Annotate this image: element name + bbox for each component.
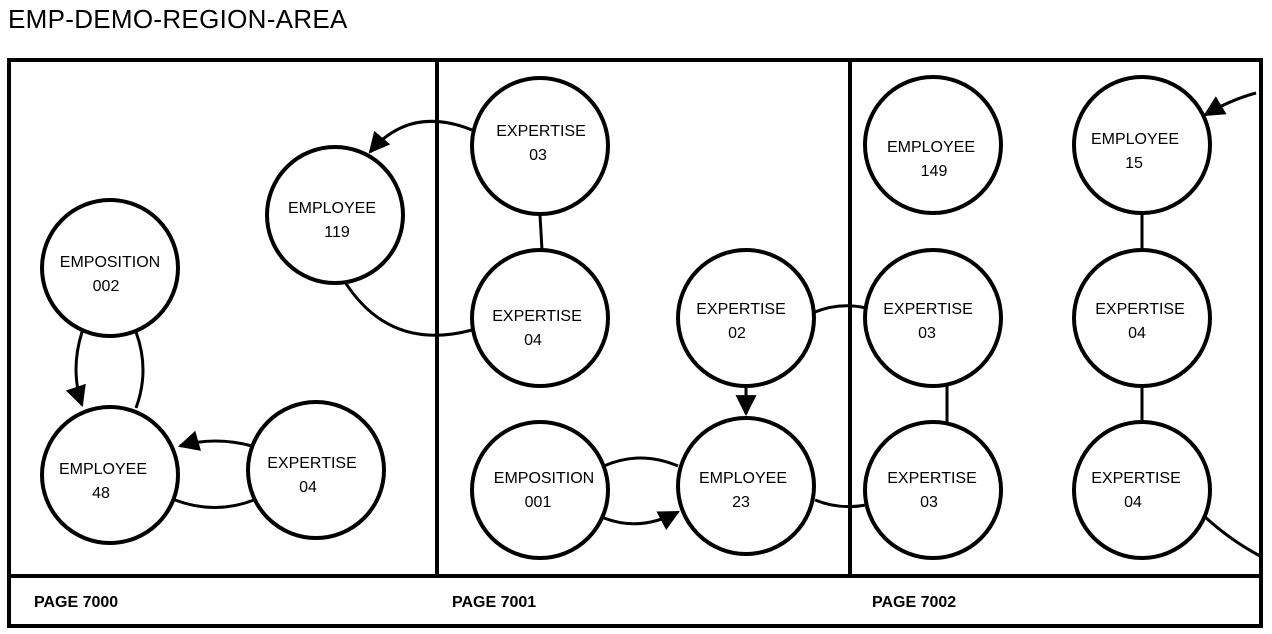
- set-line-emposition001-employee23: [603, 456, 679, 468]
- node-expertise-03-a[interactable]: EXPERTISE 03: [470, 76, 610, 216]
- node-number-label: 001: [525, 494, 552, 511]
- node-type-label: EMPOSITION: [494, 470, 594, 487]
- set-line-employee119-expertise04: [343, 281, 473, 337]
- node-type-label: EXPERTISE: [492, 308, 582, 325]
- node-expertise-03-c[interactable]: EXPERTISE 03: [863, 420, 1003, 560]
- node-expertise-04-d[interactable]: EXPERTISE 04: [1072, 420, 1212, 560]
- node-expertise-04-a[interactable]: EXPERTISE 04: [246, 400, 386, 540]
- node-type-label: EXPERTISE: [496, 123, 586, 140]
- node-employee-23[interactable]: EMPLOYEE 23: [676, 416, 816, 556]
- set-arrow-incoming-employee15: [1203, 91, 1257, 117]
- node-employee-149[interactable]: EMPLOYEE 149: [863, 75, 1003, 215]
- node-number-label: 149: [921, 163, 948, 180]
- node-type-label: EXPERTISE: [267, 455, 357, 472]
- node-number-label: 002: [93, 278, 120, 295]
- node-type-label: EMPLOYEE: [59, 461, 147, 478]
- node-number-label: 119: [324, 224, 350, 241]
- node-type-label: EMPLOYEE: [699, 470, 787, 487]
- node-type-label: EMPLOYEE: [887, 139, 975, 156]
- set-arrow-emposition002-employee48: [65, 331, 86, 407]
- page-label-7002: PAGE 7002: [872, 594, 956, 611]
- node-number-label: 04: [299, 479, 317, 496]
- node-employee-119[interactable]: EMPLOYEE 119: [265, 145, 405, 285]
- region-frame: [7, 58, 1263, 628]
- node-type-label: EMPLOYEE: [1091, 131, 1179, 148]
- node-number-label: 15: [1125, 155, 1143, 172]
- node-employee-15[interactable]: EMPLOYEE 15: [1072, 75, 1212, 215]
- node-number-label: 03: [920, 494, 938, 511]
- set-arrow-emposition001-employee23: [603, 510, 680, 531]
- node-number-label: 03: [529, 147, 547, 164]
- node-number-label: 48: [92, 485, 110, 502]
- node-number-label: 04: [1128, 325, 1146, 342]
- set-line-employee23-expertise03: [814, 498, 867, 509]
- diagram-title: EMP-DEMO-REGION-AREA: [8, 4, 348, 34]
- set-line-emposition002-employee48: [134, 331, 145, 409]
- set-line-expertise03-expertise04: [538, 214, 544, 251]
- node-type-label: EMPLOYEE: [288, 200, 376, 217]
- node-number-label: 23: [732, 494, 750, 511]
- set-arrow-expertise04-employee48: [177, 430, 253, 451]
- set-line-outgoing-expertise04: [1202, 514, 1261, 558]
- node-emposition-002[interactable]: EMPOSITION 002: [40, 198, 180, 338]
- page-label-7001: PAGE 7001: [452, 594, 536, 611]
- page-label-7000: PAGE 7000: [34, 594, 118, 611]
- node-type-label: EXPERTISE: [696, 301, 786, 318]
- set-arrow-expertise03-employee119: [368, 119, 473, 154]
- set-line-expertise02-expertise03: [814, 304, 867, 314]
- node-type-label: EXPERTISE: [1091, 470, 1181, 487]
- node-employee-48[interactable]: EMPLOYEE 48: [40, 405, 180, 545]
- node-expertise-02[interactable]: EXPERTISE 02: [676, 248, 816, 388]
- node-expertise-03-b[interactable]: EXPERTISE 03: [863, 248, 1003, 388]
- node-type-label: EXPERTISE: [887, 470, 977, 487]
- node-number-label: 02: [728, 325, 746, 342]
- connections: [65, 91, 1261, 558]
- node-number-label: 03: [918, 325, 936, 342]
- node-type-label: EXPERTISE: [1095, 301, 1185, 318]
- node-expertise-04-b[interactable]: EXPERTISE 04: [470, 248, 610, 388]
- set-line-employee48-expertise04: [174, 498, 255, 509]
- node-type-label: EXPERTISE: [883, 301, 973, 318]
- node-type-label: EMPOSITION: [60, 254, 160, 271]
- node-expertise-04-c[interactable]: EXPERTISE 04: [1072, 248, 1212, 388]
- node-number-label: 04: [1124, 494, 1142, 511]
- node-emposition-001[interactable]: EMPOSITION 001: [470, 420, 610, 560]
- node-number-label: 04: [524, 332, 542, 349]
